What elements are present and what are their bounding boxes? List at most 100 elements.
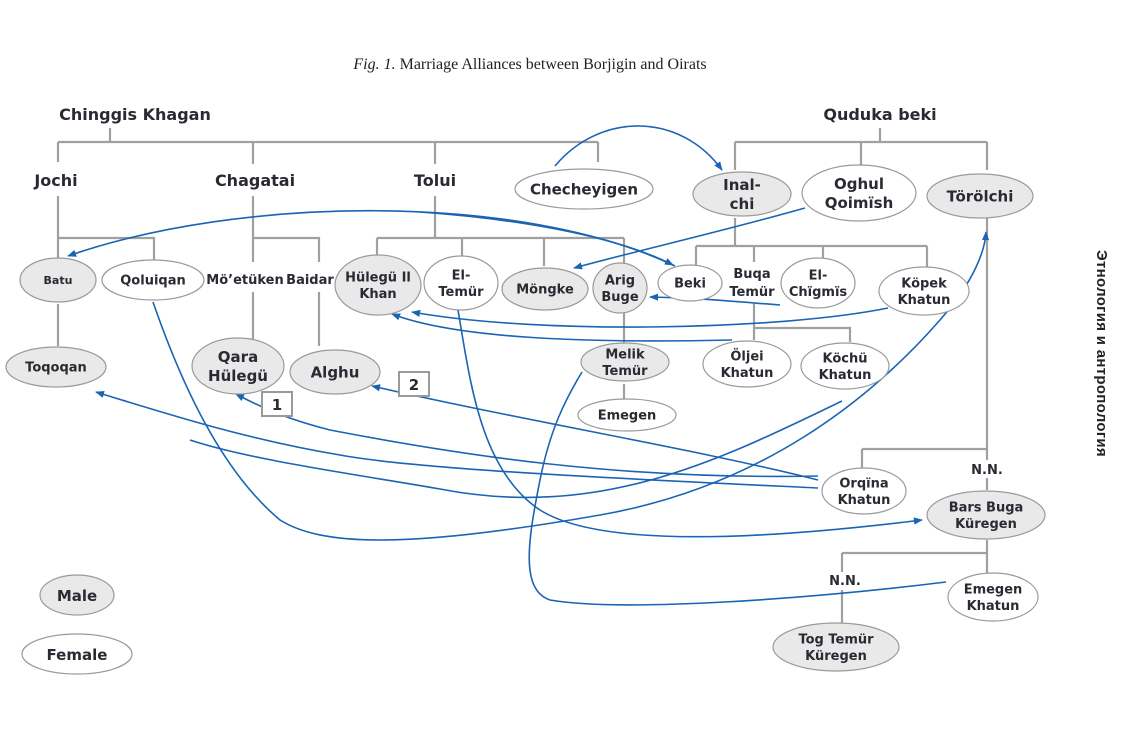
journal-side-label: Этнология и антропология [1093,250,1110,457]
arrow-emegenkhatun-to-meliktemur [528,371,947,606]
arrow-orqina-to-qarahulegu [235,393,819,478]
arrow-orqina-to-toqoqan [95,390,819,489]
person-node-batu-shape [19,257,97,303]
person-node-qarahulegu-label: Qara [218,348,258,366]
person-node-eltemur: El-Temür [423,255,499,311]
person-node-qoluiqan-label: Qoluiqan [120,274,185,289]
person-node-barsbuga-shape [926,490,1046,540]
person-node-mongke-shape [501,267,589,311]
legend: Male Female [21,574,133,675]
person-node-togtemur-shape [772,622,900,672]
tree-line-buqatemur [752,304,852,342]
figure-caption: Fig. 1. Marriage Alliances between Borji… [0,56,1060,74]
label-buqatemur-1: Buqa [733,267,770,282]
person-node-kochu-label: Khatun [819,368,872,383]
arrow-buqatemur-to-arigbuge [649,293,781,306]
person-node-torolchi-shape [926,173,1034,219]
arrow-oljei-to-hulegu [391,313,733,342]
person-node-checheyigen: Checheyigen [514,168,654,210]
person-node-torolchi-label: Törölchi [947,187,1014,205]
person-node-inalchi: Inal-chi [692,171,792,217]
arrow-batu-to-beki [419,211,674,266]
person-node-orqina-label: Khatun [838,493,891,508]
person-node-elchigmis-label: Chïgmïs [789,285,848,300]
marker-2: 2 [398,371,430,397]
person-node-qoluiqan-shape [101,259,205,301]
person-node-torolchi: Törölchi [926,173,1034,219]
marker-1: 1 [261,391,293,417]
person-node-togtemur-label: Küregen [805,649,867,664]
person-node-emegen: Emegen [577,398,677,432]
arrow-checheyigen-to-inalchi [554,125,723,171]
marker-1-label: 1 [272,396,282,414]
label-quduka: Quduka beki [823,105,936,124]
tree-line-chagatai [251,196,321,262]
person-node-eltemur-label: El- [452,269,471,284]
arrow-oghul-to-mongke [573,207,806,270]
label-chinggis: Chinggis Khagan [59,105,211,124]
arrow-kochu-to-qoluiqan [189,400,843,499]
person-node-elchigmis-shape [780,257,856,309]
person-node-qoluiqan: Qoluiqan [101,259,205,301]
marker-1-box [261,391,293,417]
person-node-barsbuga-label: Bars Buga [949,501,1024,516]
person-node-alghu-label: Alghu [311,363,360,381]
person-node-alghu: Alghu [289,349,381,395]
person-node-barsbuga-label: Küregen [955,517,1017,532]
person-node-arigbuge-label: Buge [601,290,638,305]
person-node-checheyigen-shape [514,168,654,210]
person-node-orqina-label: Orqïna [839,477,888,492]
person-node-oghul-label: Qoimïsh [825,194,894,212]
person-node-kopek-label: Köpek [901,277,947,292]
person-node-mongke: Möngke [501,267,589,311]
person-node-checheyigen-label: Checheyigen [530,180,638,198]
person-node-inalchi-shape [692,171,792,217]
marker-2-label: 2 [409,376,419,394]
arrow-eltemur-to-barsbuga [457,309,923,538]
person-node-kopek-label: Khatun [898,293,951,308]
person-node-beki-label: Beki [674,277,706,292]
person-node-oghul-label: Oghul [834,175,884,193]
legend-male-label: Male [57,587,97,605]
marker-2-box [398,371,430,397]
person-node-batu: Batu [19,257,97,303]
person-node-hulegu-shape [334,254,422,316]
person-node-emegenkhatun-shape [947,572,1039,622]
figure-number: Fig. 1. [353,56,396,73]
arrow-orqina-to-alghu [371,384,819,481]
person-node-qarahulegu-label: Hülegü [208,367,268,385]
tree-line-jochi [56,196,156,262]
person-node-hulegu-label: Khan [359,287,396,302]
person-node-kochu-label: Köchü [823,352,868,367]
person-node-batu-label: Batu [44,274,73,287]
person-node-hulegu-label: Hülegü Il [345,271,411,286]
legend-female-swatch [21,633,133,675]
tree-line-chinggis [56,128,600,164]
heading-labels: Chinggis Khagan Quduka beki Jochi Chagat… [33,105,1002,589]
legend-male-swatch [39,574,115,616]
marriage-arrows [67,125,990,606]
person-node-oljei-label: Khatun [721,366,774,381]
person-node-inalchi-label: Inal- [723,176,761,194]
label-tolui: Tolui [414,171,456,190]
person-node-kochu-shape [800,342,890,390]
person-node-oghul-shape [801,164,917,222]
label-chagatai: Chagatai [215,171,295,190]
person-node-kopek-shape [878,266,970,316]
tree-line-quduka [733,128,989,170]
person-node-qarahulegu-shape [191,337,285,395]
person-node-elchigmis: El-Chïgmïs [780,257,856,309]
person-node-arigbuge-label: Arig [605,274,635,289]
